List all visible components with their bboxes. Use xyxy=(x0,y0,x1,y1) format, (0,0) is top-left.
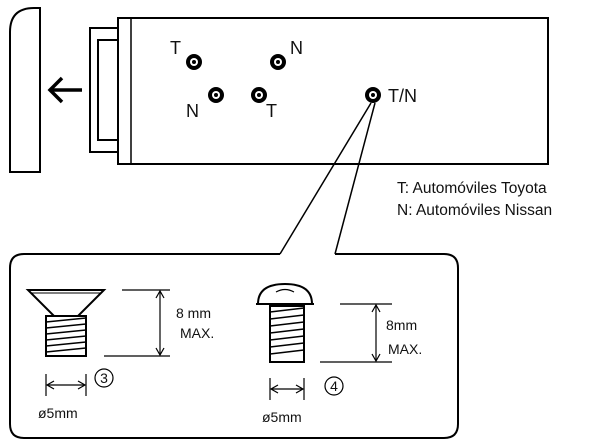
label-nissan-lower: N xyxy=(186,101,199,121)
hole-toyota-upper xyxy=(186,54,202,70)
svg-text:3: 3 xyxy=(100,370,108,386)
screw-3-diameter: ø5mm xyxy=(38,405,78,421)
arrow-left-icon xyxy=(47,76,82,104)
screw-3-length-note: MAX. xyxy=(180,325,214,341)
circled-number-3-icon: 3 xyxy=(94,368,114,388)
hole-nissan-upper xyxy=(270,54,286,70)
callout-line-right xyxy=(334,102,376,255)
callout-box xyxy=(9,253,459,439)
screw-4-diameter-dimension xyxy=(269,378,305,400)
connector-outer xyxy=(89,27,119,153)
legend-toyota: T: Automóviles Toyota xyxy=(397,180,547,197)
label-nissan-upper: N xyxy=(290,38,303,58)
screw-3-length-dimension xyxy=(104,289,170,357)
screw-4-length-dimension xyxy=(320,303,392,363)
screw-4-length-value: 8mm xyxy=(386,317,417,333)
hole-shared xyxy=(365,87,381,103)
svg-text:4: 4 xyxy=(330,378,338,394)
faceplate xyxy=(9,7,41,173)
label-shared: T/N xyxy=(388,86,417,106)
screw-pan-head xyxy=(256,282,314,363)
label-toyota-lower: T xyxy=(266,101,277,121)
connector-inner xyxy=(97,39,119,141)
screw-flat-head xyxy=(25,289,107,357)
circled-number-4-icon: 4 xyxy=(324,376,344,396)
screw-3-length-value: 8 mm xyxy=(176,305,211,321)
hole-toyota-lower xyxy=(251,87,267,103)
legend-nissan: N: Automóviles Nissan xyxy=(397,202,552,219)
callout-line-left xyxy=(279,102,372,255)
screw-4-length-note: MAX. xyxy=(388,341,422,357)
screw-4-diameter: ø5mm xyxy=(262,409,302,425)
label-toyota-upper: T xyxy=(170,38,181,58)
unit-body xyxy=(117,17,549,165)
screw-3-diameter-dimension xyxy=(45,374,87,396)
hole-nissan-lower xyxy=(208,87,224,103)
